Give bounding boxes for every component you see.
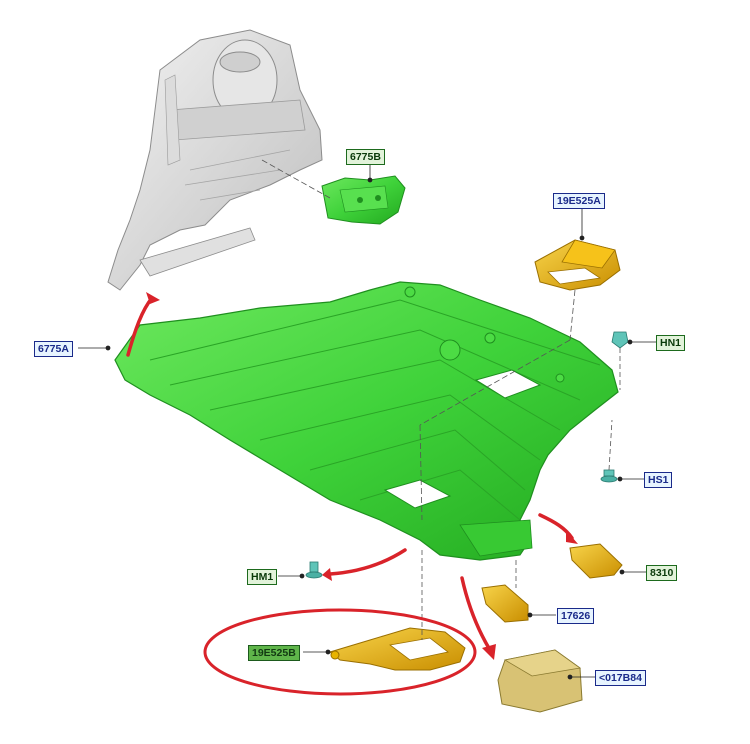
bracket-19E525A xyxy=(534,239,621,291)
callout-HN1[interactable]: HN1 xyxy=(656,335,686,351)
callout-017B84[interactable]: <017B84 xyxy=(595,670,646,686)
callout-19E525A[interactable]: 19E525A xyxy=(553,193,605,209)
callout-6775B[interactable]: 6775B xyxy=(346,149,385,165)
leader-line xyxy=(419,339,571,426)
highlight-ellipse xyxy=(203,608,477,696)
bracket-6775B xyxy=(321,175,406,225)
fastener-HM1 xyxy=(305,561,323,579)
body-frame-assembly xyxy=(107,29,323,291)
arrow-heads xyxy=(146,292,578,660)
leader-line xyxy=(261,159,331,199)
fastener-HS1 xyxy=(600,419,618,483)
callout-19E525B[interactable]: 19E525B xyxy=(248,645,300,661)
arrow-to-017B84 xyxy=(460,576,492,652)
arrow-to-HM1 xyxy=(328,548,407,576)
callout-HS1[interactable]: HS1 xyxy=(644,472,673,488)
leader-line xyxy=(569,289,576,341)
callout-6775A[interactable]: 6775A xyxy=(34,341,73,357)
leader-line xyxy=(419,424,423,521)
fastener-HN1 xyxy=(611,331,629,390)
callout-leaders xyxy=(78,164,656,680)
bracket-19E525B xyxy=(328,550,466,671)
underbody-shield-6775A xyxy=(114,281,619,561)
part-17626 xyxy=(481,560,529,623)
part-017B84 xyxy=(497,649,583,713)
callout-17626[interactable]: 17626 xyxy=(557,608,595,624)
callout-HM1[interactable]: HM1 xyxy=(247,569,278,585)
callout-8310[interactable]: 8310 xyxy=(646,565,678,581)
part-8310 xyxy=(569,543,623,579)
